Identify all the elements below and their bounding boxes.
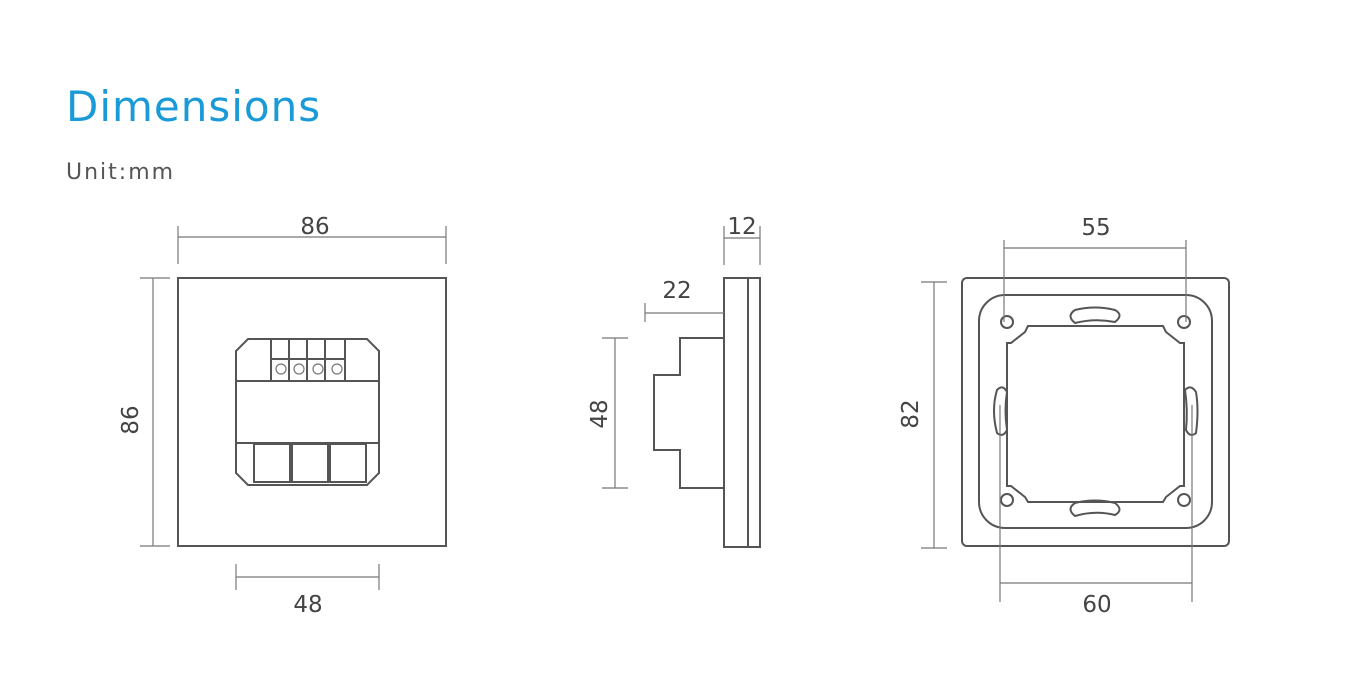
back-height-label: 82 bbox=[898, 399, 924, 428]
side-module-height-label: 48 bbox=[587, 399, 613, 428]
side-thickness-label: 12 bbox=[727, 214, 756, 240]
back-plate bbox=[961, 277, 1230, 547]
side-module bbox=[653, 337, 724, 489]
front-module bbox=[235, 338, 380, 486]
side-view: 12 22 48 bbox=[587, 214, 761, 548]
front-width-label: 86 bbox=[300, 214, 329, 240]
front-view: 86 86 48 bbox=[118, 214, 447, 618]
side-depth-label: 22 bbox=[662, 278, 691, 304]
back-view: 55 60 82 bbox=[898, 215, 1230, 618]
side-plate bbox=[723, 277, 761, 548]
page-title: Dimensions bbox=[66, 82, 322, 131]
front-height-label: 86 bbox=[118, 405, 144, 434]
front-plate bbox=[177, 277, 447, 547]
back-hole-spacing-label: 55 bbox=[1081, 215, 1110, 241]
unit-label: Unit:mm bbox=[66, 160, 176, 185]
back-mount-width-label: 60 bbox=[1082, 592, 1111, 618]
front-module-width-label: 48 bbox=[293, 592, 322, 618]
mounting-frame bbox=[978, 294, 1213, 529]
